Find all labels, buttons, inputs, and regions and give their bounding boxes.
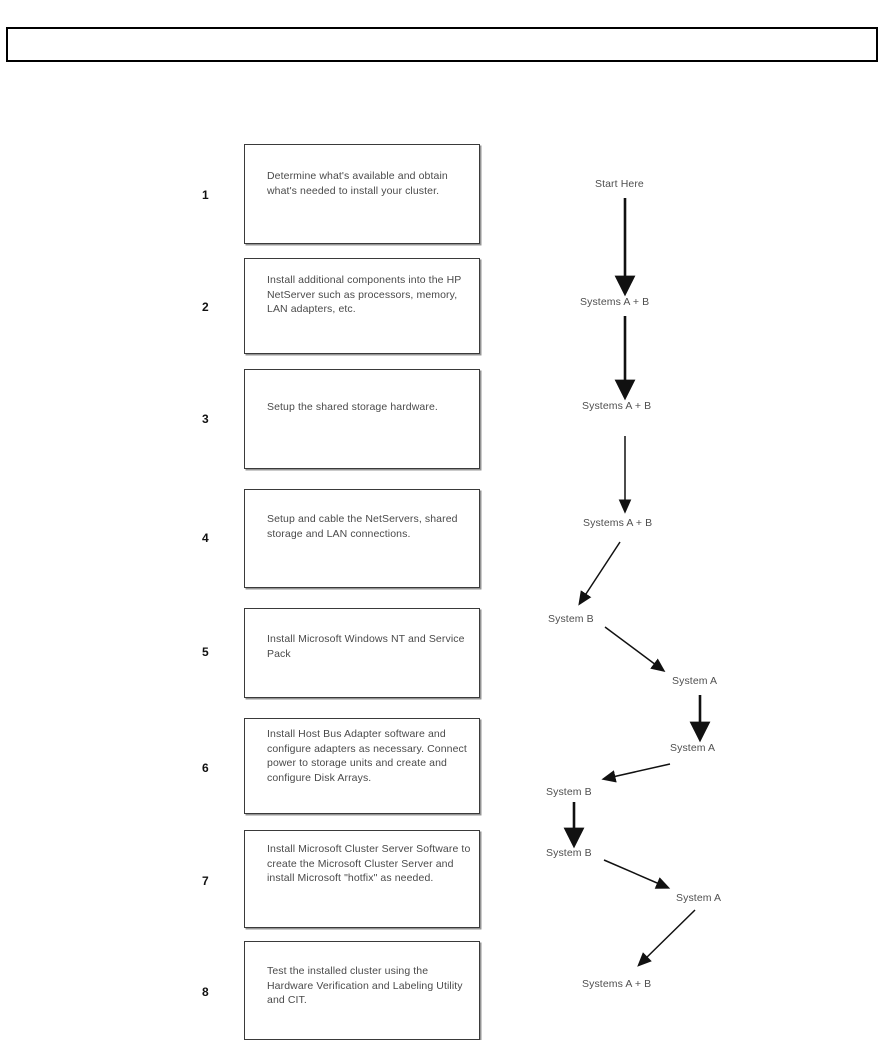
step-box: Determine what's available and obtain wh… [244,144,480,244]
flow-node-label: System A [672,675,718,687]
step-number: 4 [202,531,209,545]
step-box: Install Microsoft Windows NT and Service… [244,608,480,698]
flow-node-label: Systems A + B [582,978,652,990]
step-number: 8 [202,985,209,999]
step-box: Setup the shared storage hardware. [244,369,480,469]
step-box: Test the installed cluster using the Har… [244,941,480,1040]
flow-node-label: System A [676,892,722,904]
step-number: 6 [202,761,209,775]
flow-arrow [603,859,671,889]
flow-node-label: System A [670,742,716,754]
step-box: Setup and cable the NetServers, shared s… [244,489,480,588]
flow-node-label: System B [546,786,592,798]
step-box: Install additional components into the H… [244,258,480,354]
step-number: 5 [202,645,209,659]
step-number: 7 [202,874,209,888]
flow-node-label: Start Here [595,178,644,190]
flow-arrow-layer [563,198,711,967]
step-description: Setup and cable the NetServers, shared s… [267,513,458,540]
flow-node-label: System B [548,613,594,625]
step-box: Install Microsoft Cluster Server Softwar… [244,830,480,928]
step-box: Install Host Bus Adapter software and co… [244,718,480,814]
step-description: Test the installed cluster using the Har… [267,965,463,1006]
step-number: 1 [202,188,209,202]
flow-arrow [601,763,671,783]
step-number: 3 [202,412,209,426]
flow-arrow [604,626,666,673]
step-description: Install Microsoft Cluster Server Softwar… [267,843,471,884]
step-description: Install Microsoft Windows NT and Service… [267,633,465,660]
flow-arrow [578,541,621,606]
step-description: Install Host Bus Adapter software and co… [267,728,467,784]
step-number: 2 [202,300,209,314]
flow-arrow [637,909,696,967]
step-description: Install additional components into the H… [267,274,462,315]
flow-node-label: Systems A + B [582,400,652,412]
step-description: Setup the shared storage hardware. [267,401,438,413]
page-header-box [6,27,878,62]
flow-node-label: System B [546,847,592,859]
flow-node-label: Systems A + B [583,517,653,529]
step-description: Determine what's available and obtain wh… [267,170,448,197]
flow-node-label: Systems A + B [580,296,650,308]
